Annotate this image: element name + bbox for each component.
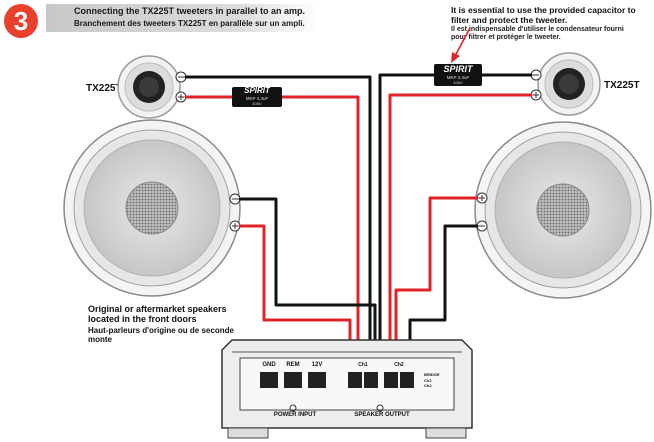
amplifier xyxy=(221,339,473,439)
amp-12v-label: 12V xyxy=(311,362,323,368)
wire-left-tweeter-negative xyxy=(184,75,372,372)
right-capacitor xyxy=(434,64,482,86)
note-arrow xyxy=(451,27,471,63)
amp-power-input-label: POWER INPUT xyxy=(273,412,317,418)
amp-ch1-label: Ch1 xyxy=(358,362,368,368)
left-capacitor xyxy=(232,87,282,107)
wire-right-tweeter-positive xyxy=(388,93,533,372)
right-tweeter xyxy=(537,52,601,116)
right-tweeter-label: TX225T xyxy=(604,80,640,91)
left-capacitor-rating: MKP 3,3uF xyxy=(245,96,269,101)
wire-right-speaker-positive xyxy=(394,196,479,372)
right-door-speaker xyxy=(474,121,652,299)
header-title-en: Connecting the TX225T tweeters in parall… xyxy=(74,6,306,16)
speakers-caption-en: Original or aftermarket speakers located… xyxy=(88,304,227,324)
left-tweeter-label: TX225T xyxy=(86,83,122,94)
wire-left-speaker-positive xyxy=(238,224,352,372)
capacitor-note-en: It is essential to use the provided capa… xyxy=(451,5,636,25)
right-tweeter-plus-terminal xyxy=(530,89,542,101)
capacitor-note-fr: Il est indispensable d'utiliser le conde… xyxy=(451,26,624,41)
header-title-fr: Branchement des tweeters TX225T en paral… xyxy=(74,19,305,28)
wire-right-speaker-negative xyxy=(408,224,479,372)
amp-ch2-label: Ch2 xyxy=(394,362,404,368)
right-capacitor-brand: SPIRIT xyxy=(443,64,473,74)
right-capacitor-rating: MKP 3,3uF xyxy=(446,75,470,80)
amp-speaker-output-label: SPEAKER OUTPUT xyxy=(354,412,410,418)
amp-bridge-ch1-label: Ch1 xyxy=(424,378,432,383)
amp-rem-label: REM xyxy=(286,362,300,368)
amp-bridge-label: BRIDGE xyxy=(424,372,440,377)
left-door-speaker xyxy=(63,119,241,297)
right-capacitor-voltage: 100V xyxy=(453,80,463,85)
amp-bridge-ch2-label: Ch2 xyxy=(424,383,432,388)
speakers-caption-fr: Haut-parleurs d'origine ou de seconde mo… xyxy=(88,326,234,344)
left-tweeter xyxy=(117,55,181,119)
amp-gnd-label: GND xyxy=(262,362,276,368)
left-capacitor-voltage: 100V xyxy=(252,101,262,106)
step-number-badge: 3 xyxy=(4,4,38,38)
header-bar xyxy=(46,4,320,32)
left-capacitor-brand: SPIRIT xyxy=(244,86,270,95)
wire-left-speaker-negative xyxy=(238,197,377,372)
